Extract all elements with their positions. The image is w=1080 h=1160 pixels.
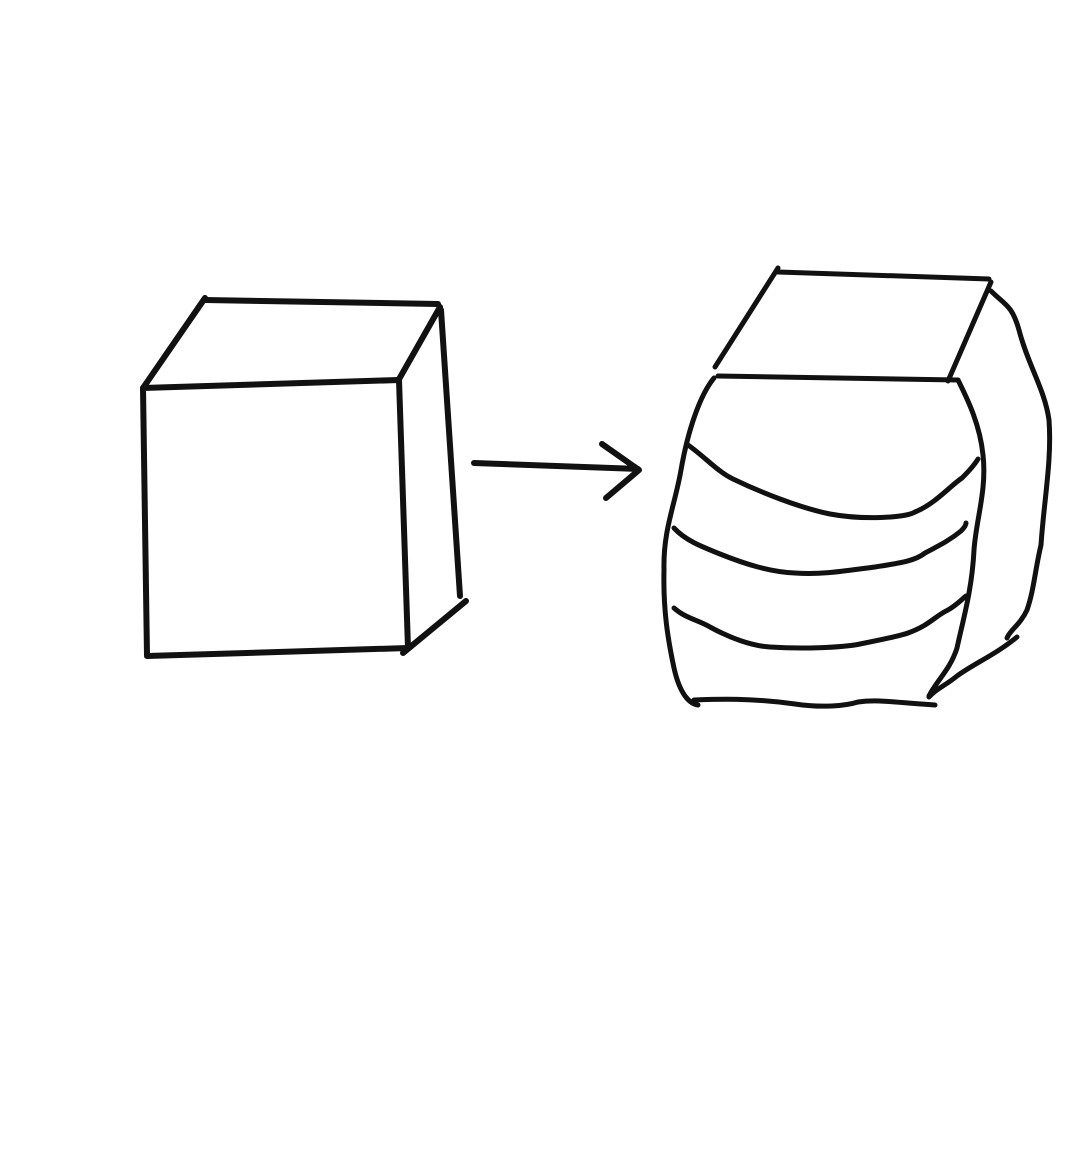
- straight-cube-front-face: [140, 377, 411, 659]
- straight-cube: [140, 295, 469, 659]
- straight-cube-top-right-edge: [395, 304, 443, 384]
- straight-cube-top-back-left-edge: [140, 295, 208, 391]
- deformed-cube-band-middle: [671, 520, 969, 576]
- deformed-cube-top-right-edge: [945, 279, 994, 384]
- deformed-cube-bottom-right-edge: [926, 634, 1020, 700]
- deformed-cube-bottom-front-edge: [691, 696, 938, 709]
- deformed-cube: [661, 265, 1053, 709]
- arrow-head: [599, 441, 642, 501]
- deformed-cube-top-left-edge: [712, 265, 781, 370]
- deformed-cube-top-back-edge: [775, 269, 992, 282]
- transform-arrow: [471, 441, 642, 501]
- deformed-cube-band-lower: [671, 593, 969, 651]
- deformed-cube-left-side: [661, 375, 717, 708]
- arrow-shaft: [471, 460, 641, 472]
- deformed-cube-back-right-side: [988, 288, 1053, 641]
- straight-cube-top-back-edge: [202, 297, 441, 307]
- straight-cube-bottom-right-edge: [400, 598, 469, 656]
- straight-cube-back-right-edge: [438, 307, 463, 599]
- deformed-cube-band-upper: [685, 442, 981, 521]
- deformed-cube-top-front-edge: [715, 373, 961, 383]
- deformed-cube-front-right-side: [926, 377, 987, 699]
